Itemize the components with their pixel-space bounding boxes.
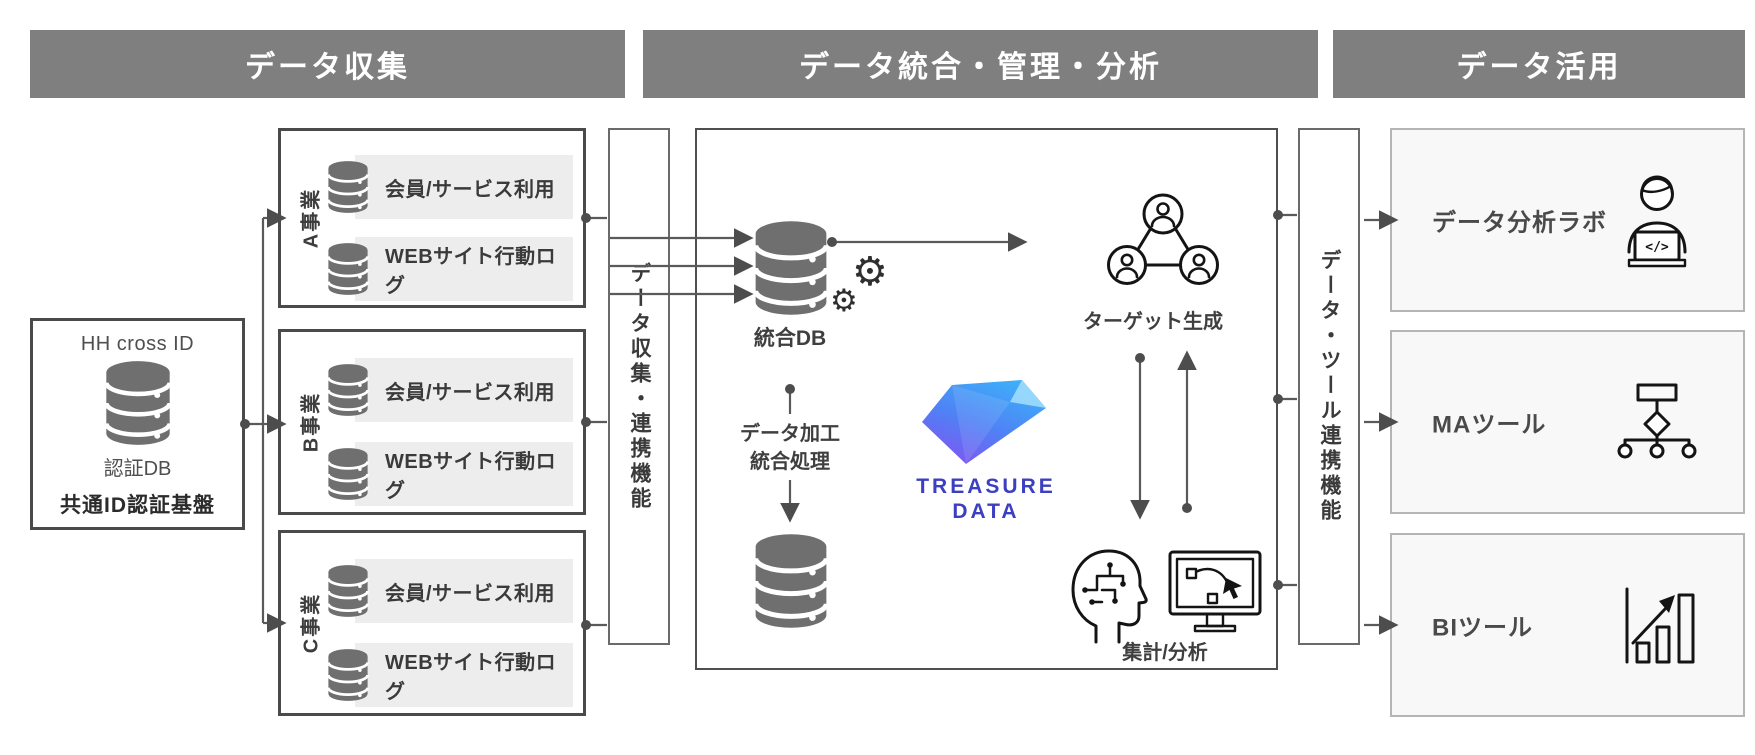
business-a-label: A事業 (300, 187, 323, 249)
target-generation-label: ターゲット生成 (1083, 311, 1223, 333)
id-platform-caption: 共通ID認証基盤 (60, 494, 215, 517)
row-background (355, 237, 573, 301)
section-header-collection-label: データ収集 (245, 51, 410, 84)
analysis-label: 集計/分析 (1122, 642, 1208, 664)
business-b-label: B事業 (300, 391, 323, 453)
section-header-integration-label: データ統合・管理・分析 (799, 51, 1162, 84)
section-header-integration: データ統合・管理・分析 (643, 30, 1318, 98)
tool-linkage-bar: データ・ツール連携機能 (1298, 128, 1360, 645)
processing-line2: 統合処理 (750, 451, 830, 473)
section-header-utilization: データ活用 (1333, 30, 1745, 98)
data-row: WEBサイト行動ログ (327, 442, 573, 506)
tool-linkage-bar-label: データ・ツール連携機能 (1318, 249, 1341, 524)
destination-box-bi-tool: BIツール (1390, 533, 1745, 717)
collect-linkage-bar-label: データ収集・連携機能 (628, 261, 651, 512)
svg-text:</>: </> (1645, 240, 1669, 255)
database-icon (327, 242, 369, 296)
treasure-data-wordmark: TREASURE DATA (898, 474, 1074, 524)
monitor-icon (1168, 550, 1262, 633)
destination-label: データ分析ラボ (1432, 209, 1607, 237)
data-row: 会員/サービス利用 (327, 559, 573, 623)
database-icon (327, 363, 369, 417)
row-background (355, 643, 573, 707)
row-background (355, 442, 573, 506)
ai-head-icon (1071, 549, 1148, 644)
destination-label: MAツール (1432, 411, 1547, 439)
processing-line1: データ加工 (740, 423, 840, 445)
flowchart-icon (1617, 383, 1697, 459)
row-background (355, 358, 573, 422)
data-row: WEBサイト行動ログ (327, 237, 573, 301)
business-box-c: C事業 会員/サービス利用 WEBサイト行動ログ (278, 530, 586, 716)
treasure-data-gem-icon (922, 380, 1046, 464)
destination-label: BIツール (1432, 614, 1533, 642)
row-background (355, 155, 573, 219)
row-background (355, 559, 573, 623)
integrated-db-label: 統合DB (753, 327, 827, 350)
gear-icon: ⚙ (830, 283, 858, 319)
database-icon (327, 447, 369, 501)
bar-chart-icon (1625, 587, 1695, 664)
processed-database-icon (753, 533, 829, 629)
database-icon (327, 648, 369, 702)
business-box-a: A事業 会員/サービス利用 WEBサイト行動ログ (278, 128, 586, 308)
person-laptop-icon: </> (1627, 175, 1687, 268)
auth-db-label: 認証DB (103, 458, 172, 480)
data-row: 会員/サービス利用 (327, 155, 573, 219)
brand-line2: DATA (952, 500, 1020, 523)
row-label: WEBサイト行動ログ (385, 451, 557, 502)
section-header-utilization-label: データ活用 (1456, 51, 1622, 84)
destination-box-ma-tool: MAツール (1390, 330, 1745, 514)
gear-icon: ⚙ (852, 249, 888, 295)
row-label: 会員/サービス利用 (385, 178, 556, 201)
business-c-label: C事業 (300, 592, 323, 654)
target-generation-icon (1107, 193, 1219, 285)
collect-linkage-bar: データ収集・連携機能 (608, 128, 670, 645)
processing-label: データ加工 統合処理 (712, 420, 868, 476)
database-icon (103, 360, 173, 446)
business-box-b: B事業 会員/サービス利用 WEBサイト行動ログ (278, 329, 586, 515)
integrated-database-icon (753, 220, 829, 316)
id-platform-title: HH cross ID (80, 333, 195, 355)
row-label: 会員/サービス利用 (385, 381, 556, 404)
brand-line1: TREASURE (916, 475, 1056, 498)
section-header-collection: データ収集 (30, 30, 625, 98)
row-label: WEBサイト行動ログ (385, 652, 557, 703)
database-icon (327, 160, 369, 214)
destination-box-analytics-lab: データ分析ラボ </> (1390, 128, 1745, 312)
id-platform-box: HH cross ID 認証DB 共通ID認証基盤 (30, 318, 245, 530)
data-row: 会員/サービス利用 (327, 358, 573, 422)
row-label: 会員/サービス利用 (385, 582, 556, 605)
row-label: WEBサイト行動ログ (385, 246, 557, 297)
data-row: WEBサイト行動ログ (327, 643, 573, 707)
database-icon (327, 564, 369, 618)
